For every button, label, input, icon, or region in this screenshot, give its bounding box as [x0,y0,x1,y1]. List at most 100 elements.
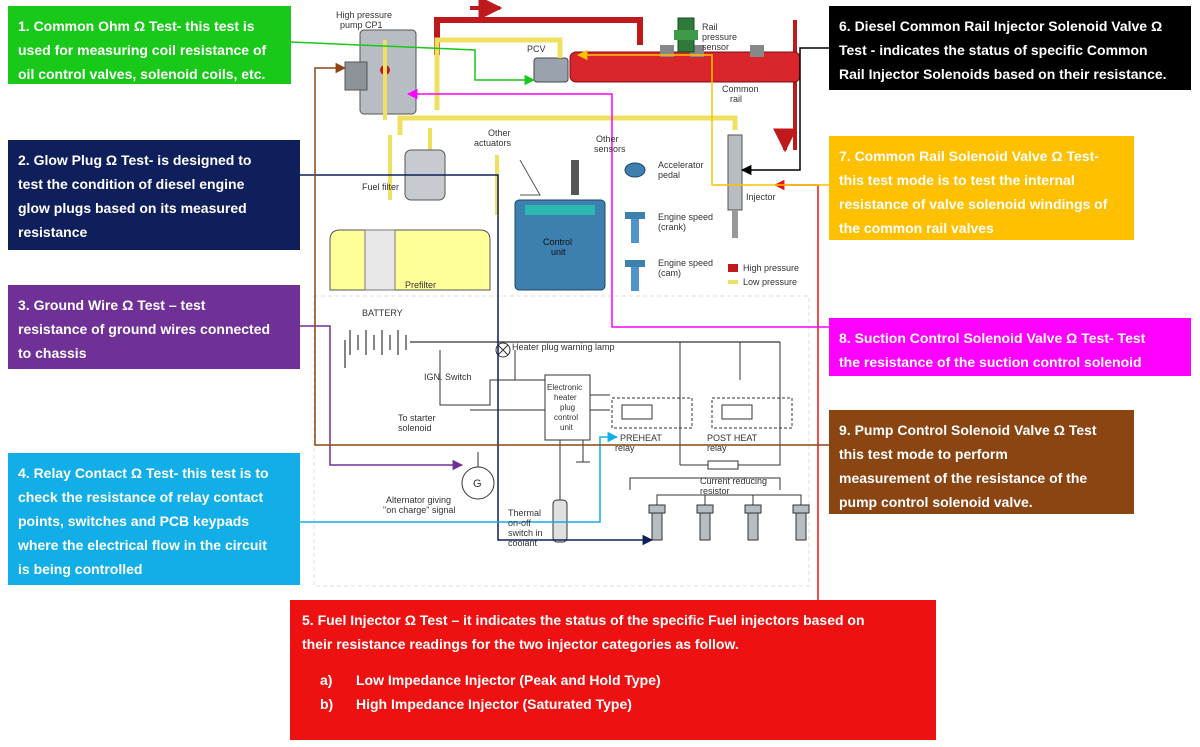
callout-line: this test mode to perform [839,446,1008,462]
label-crank-2: (crank) [658,222,686,232]
item-marker: b) [320,696,334,712]
callout-line: is being controlled [18,561,143,577]
accelerator-pedal [624,162,646,178]
callout-line: 9. Pump Control Solenoid Valve Ω Test [839,422,1097,438]
callout-line: where the electrical flow in the circuit [18,537,267,553]
label-alternator-1: Alternator giving [386,495,451,505]
callout-line: to chassis [18,345,87,361]
label-accelerator-2: pedal [658,170,680,180]
glow-plugs [648,504,810,541]
callout-fuel-injector-test: 5. Fuel Injector Ω Test – it indicates t… [290,600,936,740]
leader-glow-plug [300,174,654,546]
label-control-unit-2: unit [551,247,566,257]
item-text: Low Impedance Injector (Peak and Hold Ty… [356,672,661,688]
battery-symbol [344,330,780,368]
callout-line: resistance [18,224,88,240]
label-pcv: PCV [527,44,546,54]
label-common-rail-2: rail [730,94,742,104]
leader-ground-wire [300,325,464,471]
callout-line: the common rail valves [839,220,994,236]
callout-line: Rail Injector Solenoids based on their r… [839,66,1167,82]
callout-common-rail-valve-test: 7. Common Rail Solenoid Valve Ω Test- th… [829,136,1134,240]
label-thermal-4: coolant [508,538,538,548]
label-alternator-2: "on charge" signal [383,505,455,515]
leader-diesel-injector [740,47,829,176]
label-common-rail-1: Common [722,84,759,94]
callout-suction-control-valve-test: 8. Suction Control Solenoid Valve Ω Test… [829,318,1191,376]
callout-line: oil control valves, solenoid coils, etc. [18,66,266,82]
label-high-pressure-pump-1: High pressure [336,10,392,20]
label-battery: BATTERY [362,308,403,318]
callout-ground-wire-test: 3. Ground Wire Ω Test – test resistance … [8,285,300,369]
legend-high-swatch [728,264,738,272]
callout-line: resistance of valve solenoid windings of [839,196,1108,212]
callout-line: pump control solenoid valve. [839,494,1033,510]
label-to-starter-1: To starter [398,413,436,423]
label-heater-lamp: Heater plug warning lamp [512,342,615,352]
label-thermal-2: on-off [508,518,531,528]
leader-common-ohm [290,41,536,86]
item-marker: a) [320,672,333,688]
label-prefilter: Prefilter [405,280,436,290]
leader-relay-contact [300,431,619,523]
label-current-resistor-1: Current reducing [700,476,767,486]
label-crank-1: Engine speed [658,212,713,222]
label-heater-unit-4: control [554,413,578,422]
label-heater-unit-1: Electronic [547,383,582,392]
label-accelerator-1: Accelerator [658,160,704,170]
callout-line: test the condition of diesel engine [18,176,245,192]
label-legend-low: Low pressure [743,277,797,287]
callout-line: resistance of ground wires connected [18,321,271,337]
callout-line: 4. Relay Contact Ω Test- this test is to [18,465,269,481]
engine-speed-crank-sensor [625,212,645,219]
label-other-actuators-1: Other [488,128,511,138]
label-injector: Injector [746,192,776,202]
callout-line: 1. Common Ohm Ω Test- this test is [18,18,255,34]
leader-suction-valve [406,88,829,328]
callout-relay-contact-test: 4. Relay Contact Ω Test- this test is to… [8,453,300,585]
callout-line: Test - indicates the status of specific … [839,42,1148,58]
label-preheat-2: relay [615,443,635,453]
label-high-pressure-pump-2: pump CP1 [340,20,383,30]
label-heater-unit-5: unit [560,423,574,432]
callout-diesel-injector-solenoid-test: 6. Diesel Common Rail Injector Solenoid … [829,6,1191,90]
label-preheat-1: PREHEAT [620,433,662,443]
label-to-starter-2: solenoid [398,423,432,433]
label-ign-switch: IGN. Switch [424,372,472,382]
control-unit [514,199,606,291]
leader-rail-valve [576,49,829,186]
callout-line: check the resistance of relay contact [18,489,264,505]
label-other-sensors-1: Other [596,134,619,144]
injector-type-item: b) High Impedance Injector (Saturated Ty… [302,692,924,716]
pcv-valve [533,57,569,83]
label-post-heat-2: relay [707,443,727,453]
label-cam-1: Engine speed [658,258,713,268]
label-cam-2: (cam) [658,268,681,278]
label-legend-high: High pressure [743,263,799,273]
callout-pump-control-valve-test: 9. Pump Control Solenoid Valve Ω Test th… [829,410,1134,514]
callout-line: their resistance readings for the two in… [302,636,739,652]
callout-line: 5. Fuel Injector Ω Test – it indicates t… [302,612,865,628]
preheat-relay [611,397,693,429]
common-rail [569,51,801,83]
callout-line: 3. Ground Wire Ω Test – test [18,297,206,313]
leader-pump-valve [314,62,829,446]
callout-line: the resistance of the suction control so… [839,354,1142,370]
callout-line: this test mode is to test the internal [839,172,1075,188]
callout-line: measurement of the resistance of the [839,470,1088,486]
label-alternator-g: G [473,478,482,490]
label-thermal-1: Thermal [508,508,541,518]
label-other-sensors-2: sensors [594,144,626,154]
label-heater-unit-3: plug [560,403,575,412]
engine-speed-cam-sensor [625,260,645,267]
callout-line: glow plugs based on its measured [18,200,247,216]
callout-common-ohm-test: 1. Common Ohm Ω Test- this test is used … [8,6,291,84]
callout-glow-plug-test: 2. Glow Plug Ω Test- is designed to test… [8,140,300,250]
low-pressure-line [434,37,563,110]
item-text: High Impedance Injector (Saturated Type) [356,696,632,712]
label-other-actuators-2: actuators [474,138,512,148]
label-thermal-3: switch in [508,528,543,538]
injector-type-item: a) Low Impedance Injector (Peak and Hold… [302,668,924,692]
label-fuel-filter: Fuel filter [362,182,399,192]
